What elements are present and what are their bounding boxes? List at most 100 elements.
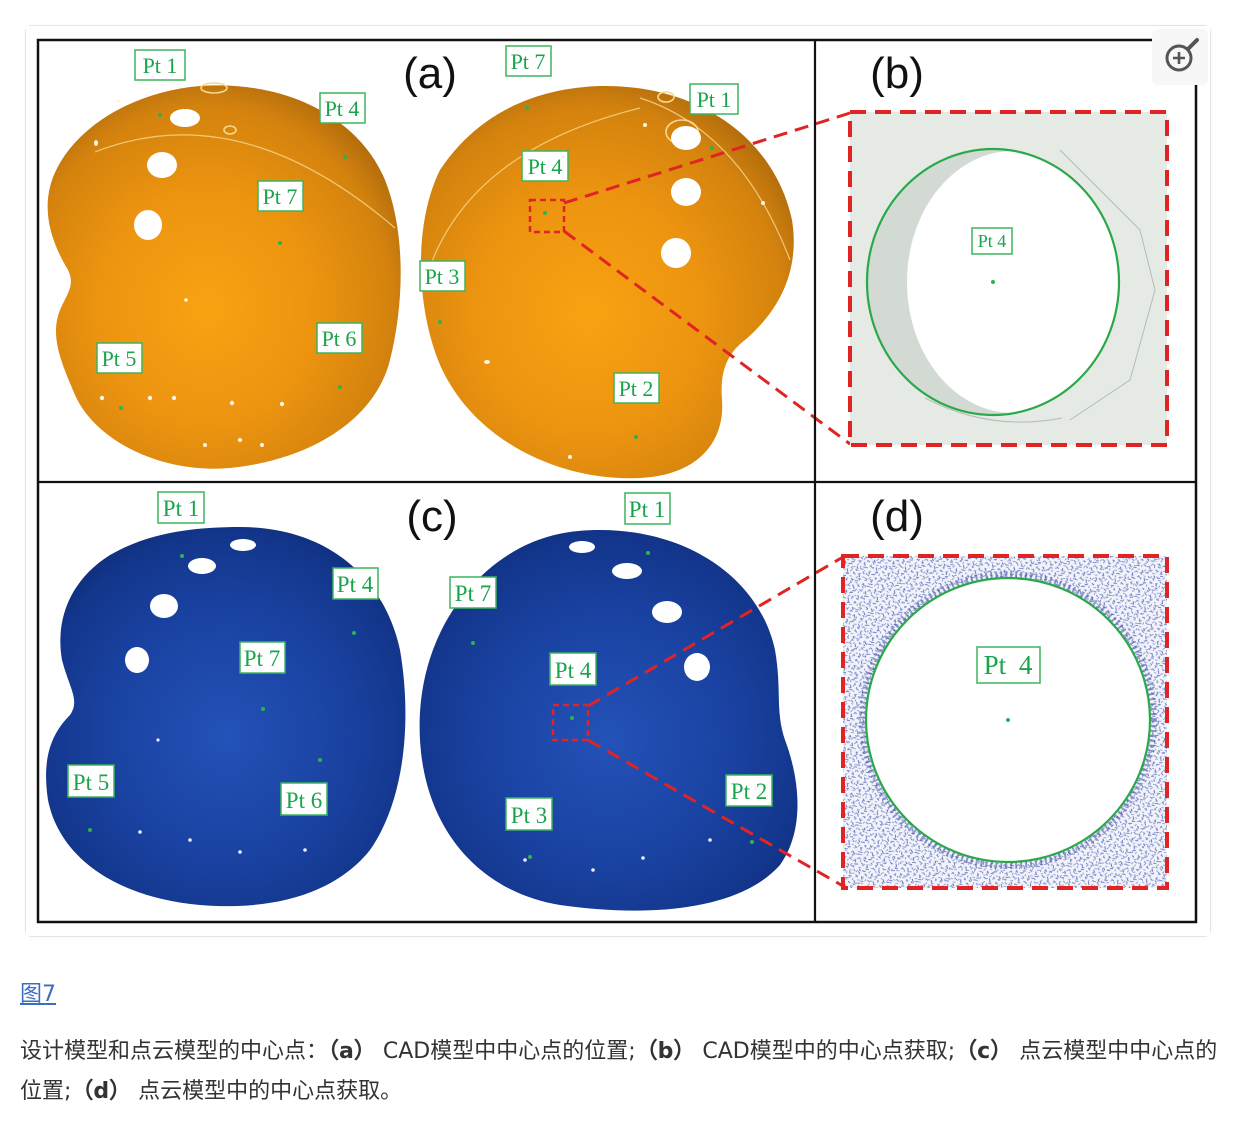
model-hole [230,539,256,551]
pt4-label: Pt 4 [332,567,379,600]
center-point [278,241,282,245]
center-point [438,320,442,324]
pt6-label: Pt 6 [316,322,363,354]
pt1-label-box [157,491,205,524]
zoom-connector-line [587,738,844,888]
model-seam-line [94,134,396,229]
pt5-label-box [96,342,143,374]
cad-model-view-2 [420,85,794,479]
figure-container: (a) Pt 1 Pt 4 Pt 7 Pt 6 Pt 5 [25,25,1211,937]
center-point [634,435,638,439]
pt3-label-text: Pt 3 [425,264,460,289]
pt6-label-box [316,322,363,354]
caption-text-d: 点云模型中的中心点获取。 [131,1079,403,1104]
pt7-label-box [505,45,552,77]
model-hole [170,109,200,127]
pt5-label-text: Pt 5 [73,770,109,795]
model-hole [569,541,595,553]
pt1-label-text: Pt 1 [629,497,665,522]
model-small-hole [761,201,765,205]
hole-opening [907,151,1119,413]
model-small-hole [203,443,207,447]
pt1-label: Pt 1 [689,83,739,115]
model-hole [661,238,691,268]
pt2-label-text: Pt 2 [619,376,654,401]
center-point [352,631,356,635]
model-small-hole [279,401,285,407]
model-hole [671,178,701,206]
model-hole-ring [200,82,228,94]
fitted-circle [865,147,1121,417]
figure-7-image: (a) Pt 1 Pt 4 Pt 7 Pt 6 Pt 5 [26,26,1210,936]
pt1-label: Pt 1 [134,49,186,81]
center-point [158,113,162,117]
pt7-label-box [449,576,497,609]
model-small-hole [94,140,98,146]
pt2-label-box [725,774,773,807]
center-point [1006,718,1010,722]
model-hole [125,647,149,673]
zoom-icon-handle [1186,38,1199,51]
cad-model-view-1 [47,82,401,469]
zoom-icon-lens [1165,44,1193,72]
model-small-hole [303,848,307,852]
pt7-label-text: Pt 7 [511,49,546,74]
caption-tag-a: （a） [328,1039,376,1064]
panel-c-label: (c) [406,492,457,541]
pt7-label: Pt 7 [449,576,497,609]
panel-a: (a) Pt 1 Pt 4 Pt 7 Pt 6 Pt 5 [47,45,851,479]
figure-link[interactable]: 图7 [20,982,56,1007]
caption-tag-c: （c） [955,1039,1013,1064]
pt2-label-text: Pt 2 [731,779,767,804]
model-small-hole [643,123,647,127]
model-hole [671,126,701,150]
model-hole [612,563,642,579]
pt2-label: Pt 2 [613,372,660,404]
model-small-hole [238,850,242,854]
zoom-connector-line [587,555,844,708]
center-point [570,716,574,720]
model-hole [150,594,178,618]
pt7-label-box [239,641,286,674]
center-point [710,146,714,150]
model-small-hole [99,395,105,401]
model-hole [684,653,710,681]
zoom-connector-line [563,229,851,446]
caption-tag-b: （b） [635,1039,696,1064]
caption-tag-d: （d） [71,1079,132,1104]
pt4-label-text: Pt 4 [555,658,592,683]
model-small-hole [188,838,192,842]
pt4-label: Pt 4 [549,652,597,686]
pt7-label: Pt 7 [257,180,304,212]
pt3-label: Pt 3 [419,260,466,292]
model-seam-line [427,107,641,273]
zoom-region-box [528,198,566,234]
pt1-label-text: Pt 1 [697,87,732,112]
center-point [543,211,547,215]
center-point [261,707,265,711]
pt4-label: Pt 4 [521,150,569,182]
pt4-label-box [319,92,366,124]
pt4-label-text: Pt 4 [978,231,1007,251]
model-small-hole [156,738,160,742]
pt3-label-box [505,797,553,831]
pt6-label-text: Pt 6 [286,788,322,813]
zoom-in-icon [1165,38,1199,72]
zoom-icon-plus [1173,52,1185,64]
model-small-hole [229,400,235,406]
center-point [525,106,529,110]
pt3-label: Pt 3 [505,797,553,831]
pt7-label-text: Pt 7 [263,184,298,209]
model-small-hole [568,455,572,459]
model-hole-ring [657,91,675,103]
pt4-label: Pt 4 [971,227,1013,255]
figure-caption: 设计模型和点云模型的中心点：（a） CAD模型中中心点的位置;（b） CAD模型… [20,1032,1224,1112]
pt7-label-box [257,180,304,212]
center-point [343,155,347,159]
zoom-in-button[interactable] [1152,29,1208,85]
pt4-label-text: Pt 4 [337,572,374,597]
panel-d: (d) Pt 4 [841,492,1169,890]
pt2-label-box [613,372,660,404]
pt6-label-box [280,782,328,816]
model-hole [134,210,162,240]
